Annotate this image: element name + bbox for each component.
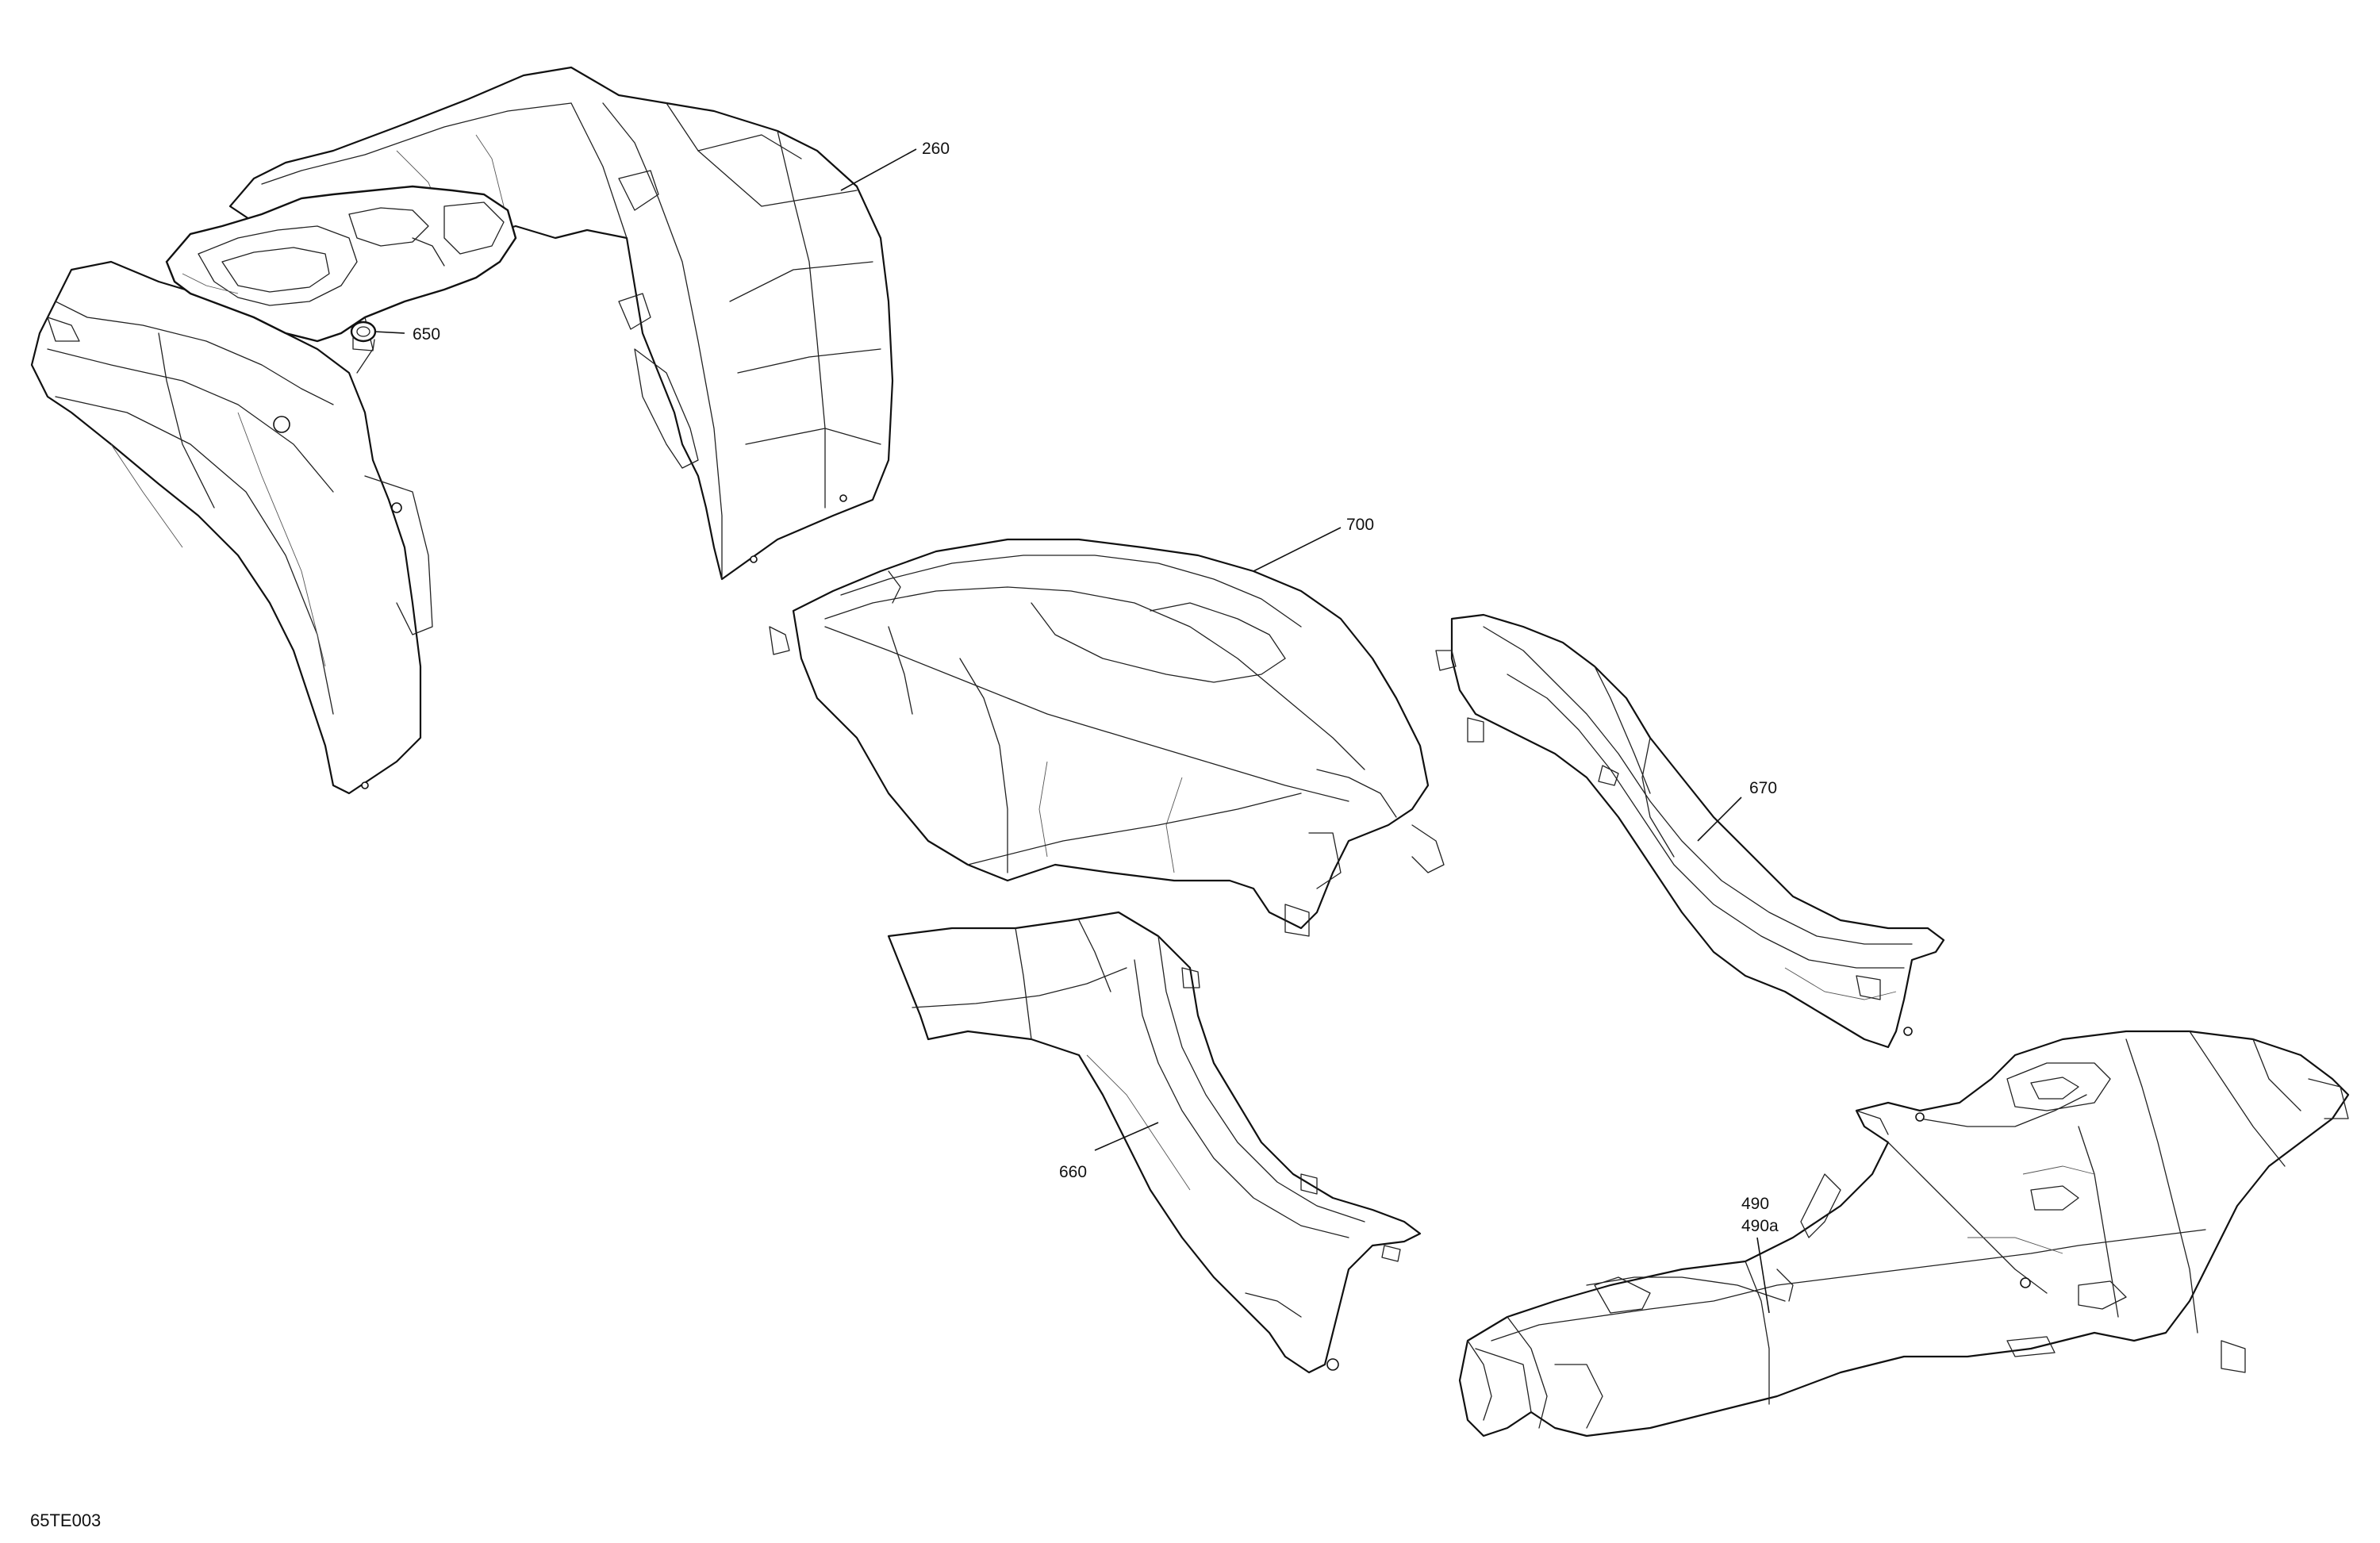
callout-670: 670 [1749,779,1777,797]
leader-260 [840,148,917,191]
callout-650: 650 [413,325,440,344]
part-670-right-trim [1435,613,1945,1049]
leader-660 [1094,1122,1159,1151]
leader-700 [1253,527,1342,572]
callout-leaders [374,148,1770,1314]
callout-260: 260 [922,140,950,158]
callout-660: 660 [1059,1163,1087,1181]
callout-490a: 490a [1741,1217,1779,1235]
drawing-code: 65TE003 [30,1510,101,1530]
part-260-left-panel [30,260,433,795]
leader-670 [1697,796,1742,842]
callout-490: 490 [1741,1195,1769,1213]
leader-490 [1756,1237,1770,1314]
part-660-left-trim [887,911,1422,1374]
callout-labels: 260 650 700 670 660 490 490a 65TE003 [30,140,1779,1530]
part-700-center-cover [769,538,1445,937]
leader-650 [374,331,405,334]
callout-700: 700 [1346,516,1374,534]
part-490-rear-body [1458,1030,2350,1437]
